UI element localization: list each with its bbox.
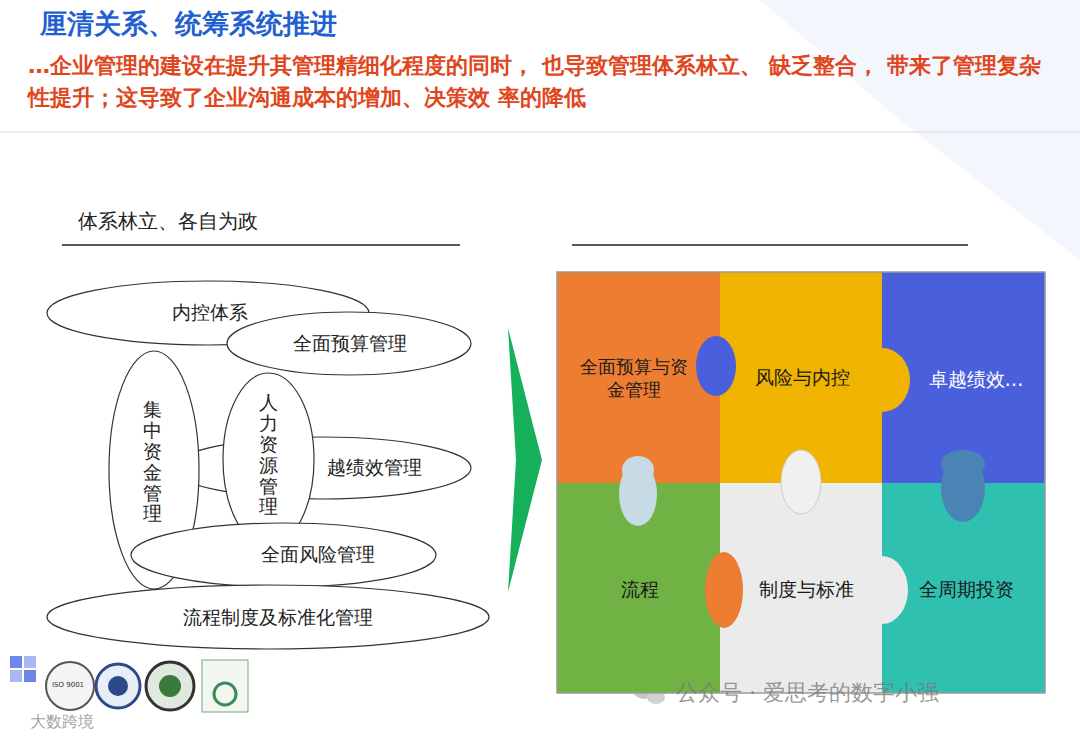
logo-group	[10, 656, 248, 712]
logo-square	[10, 670, 22, 682]
system-ellipse: 越绩效管理	[172, 436, 472, 500]
node-label: 风险与内控	[755, 365, 850, 391]
puzzle-knob	[941, 450, 985, 478]
system-ellipse: 流程制度及标准化管理	[46, 584, 490, 650]
system-ellipse: 全面预算管理	[226, 311, 472, 376]
node-label: 人力资源管理	[259, 392, 278, 517]
node-label: 内控体系	[172, 300, 248, 326]
green-arrow	[508, 328, 542, 592]
logo-badge	[202, 660, 248, 712]
puzzle-knob	[705, 552, 743, 628]
system-ellipse: 人力资源管理	[222, 372, 315, 547]
logo-square	[24, 670, 36, 682]
puzzle-knob	[882, 348, 910, 412]
header-rule	[0, 132, 1080, 133]
logo-badge	[108, 676, 128, 696]
node-label: 全面风险管理	[261, 542, 375, 568]
ellipse-shape	[47, 585, 489, 649]
logo-square	[24, 656, 36, 668]
system-ellipse: 全面风险管理	[130, 522, 437, 588]
puzzle-knob	[882, 556, 908, 624]
node-label: 集中资金管理	[143, 399, 162, 524]
puzzle-piece: 全面预算与资 金管理	[557, 272, 720, 483]
logo-text: ISO 9001	[52, 681, 84, 689]
watermark: 大数跨境	[30, 712, 94, 733]
page-title: 厘清关系、统筹系统推进	[40, 6, 337, 42]
heading-rule	[572, 244, 968, 246]
section-heading: 体系林立、各自为政	[78, 208, 258, 235]
node-label: 全周期投资	[919, 577, 1014, 603]
node-label: 卓越绩效…	[929, 367, 1024, 393]
heading-rule	[62, 244, 460, 246]
background-shape	[760, 0, 1080, 260]
puzzle-knob	[696, 336, 736, 396]
node-label: 制度与标准	[759, 577, 854, 603]
logo-badge	[146, 662, 194, 710]
watermark: 公众号 · 爱思考的数字小强	[676, 678, 939, 708]
page-subtitle: …企业管理的建设在提升其管理精细化程度的同时， 也导致管理体系林立、 缺乏整合，…	[28, 50, 1058, 114]
puzzle-frame	[557, 272, 1045, 693]
logo-badge	[96, 664, 140, 708]
ellipse-shape	[131, 523, 436, 587]
node-label: 全面预算管理	[293, 331, 407, 357]
node-label: 越绩效管理	[327, 455, 422, 481]
ellipse-outline	[172, 436, 472, 500]
ellipse-shape	[227, 312, 471, 375]
node-label: 流程制度及标准化管理	[183, 605, 373, 631]
node-label: 流程	[621, 577, 659, 603]
ellipse-shape	[223, 373, 314, 546]
logo-square	[10, 656, 22, 668]
logo-badge	[46, 662, 94, 710]
node-label: 全面预算与资 金管理	[578, 356, 690, 401]
ellipse-shape	[173, 437, 471, 499]
puzzle-knob	[622, 456, 654, 484]
logo-badge	[159, 675, 181, 697]
puzzle-knob	[781, 450, 821, 514]
logo-badge	[214, 683, 236, 705]
